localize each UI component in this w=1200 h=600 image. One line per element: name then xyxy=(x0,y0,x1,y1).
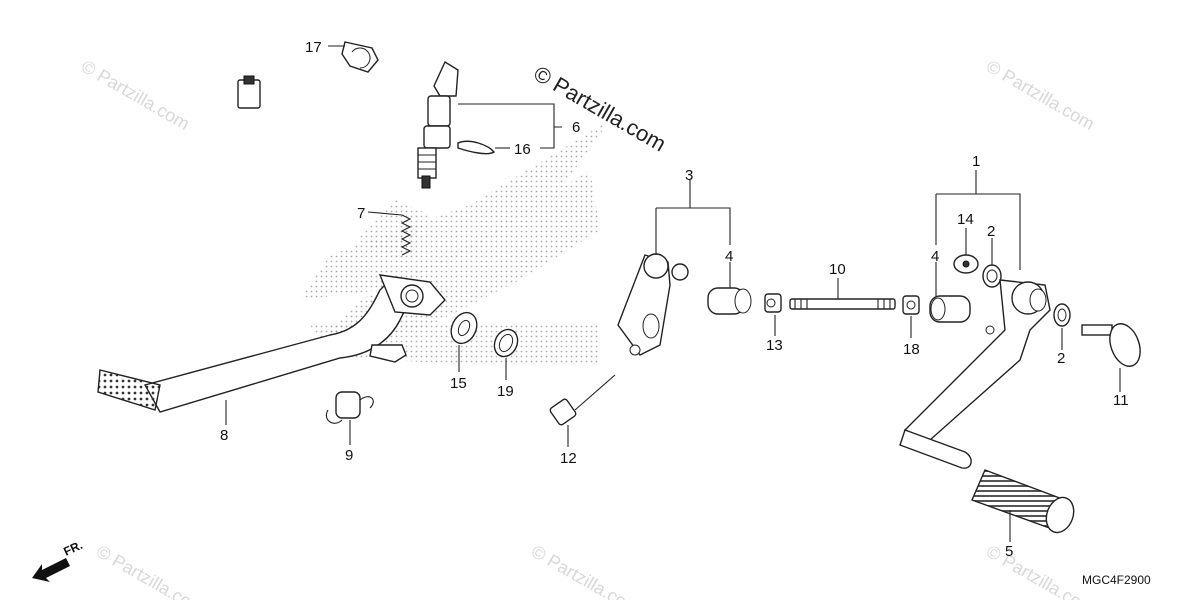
callout-19: 19 xyxy=(497,383,514,400)
callout-7: 7 xyxy=(357,205,365,222)
washer-14 xyxy=(953,254,979,274)
callout-17: 17 xyxy=(305,39,322,56)
spring-7 xyxy=(400,214,412,256)
callout-5: 5 xyxy=(1005,543,1013,560)
bolt-12 xyxy=(549,374,616,426)
callout-9: 9 xyxy=(345,447,353,464)
watermark-top-left: © Partzilla.com xyxy=(78,56,193,134)
callout-14: 14 xyxy=(957,211,974,228)
watermark-top-right: © Partzilla.com xyxy=(983,56,1098,134)
callout-16: 16 xyxy=(514,141,531,158)
collar-4-right xyxy=(929,295,971,323)
seal-19 xyxy=(493,328,519,358)
callout-4-right: 4 xyxy=(931,248,939,265)
callout-10: 10 xyxy=(829,261,846,278)
oring-2-upper xyxy=(982,264,1002,288)
partzilla-watermark: © Partzilla.com xyxy=(530,61,671,157)
callout-8: 8 xyxy=(220,427,228,444)
callout-12: 12 xyxy=(560,450,577,467)
washer-15 xyxy=(450,311,478,345)
front-direction-indicator: FR. xyxy=(32,538,85,582)
mount-9 xyxy=(325,391,374,424)
stop-switch-6 xyxy=(237,60,459,189)
oring-2-lower xyxy=(1053,303,1071,327)
nut-18 xyxy=(902,295,920,315)
callout-18: 18 xyxy=(903,341,920,358)
brake-pedal-8 xyxy=(97,274,446,413)
callout-2-upper: 2 xyxy=(987,223,995,240)
callout-3: 3 xyxy=(685,167,693,184)
clip-16 xyxy=(457,140,496,155)
callout-13: 13 xyxy=(766,337,783,354)
shift-arm-3 xyxy=(617,253,689,356)
shift-pedal-1 xyxy=(899,279,1051,469)
pivot-bolt-11 xyxy=(1081,323,1141,367)
front-label: FR. xyxy=(61,538,84,559)
nut-13 xyxy=(764,293,782,313)
clamp-17 xyxy=(341,41,379,73)
callout-2-lower: 2 xyxy=(1057,350,1065,367)
watermark-bottom-center: © Partzilla.com xyxy=(528,541,643,600)
watermark-bottom-left: © Partzilla.com xyxy=(93,541,208,600)
callout-6: 6 xyxy=(572,119,580,136)
rod-10 xyxy=(789,298,896,310)
callout-1: 1 xyxy=(972,153,980,170)
callout-4-left: 4 xyxy=(725,248,733,265)
callout-15: 15 xyxy=(450,375,467,392)
callouts: 17 6 16 7 8 9 15 19 3 4 12 13 10 18 1 4 … xyxy=(220,39,1129,560)
diagram-code: MGC4F2900 xyxy=(1082,573,1151,587)
collar-4-left xyxy=(707,287,752,315)
leader-lines xyxy=(225,45,1121,542)
rubber-5 xyxy=(971,469,1075,534)
callout-11: 11 xyxy=(1113,392,1129,409)
watermark-bottom-right: © Partzilla.com xyxy=(983,541,1098,600)
